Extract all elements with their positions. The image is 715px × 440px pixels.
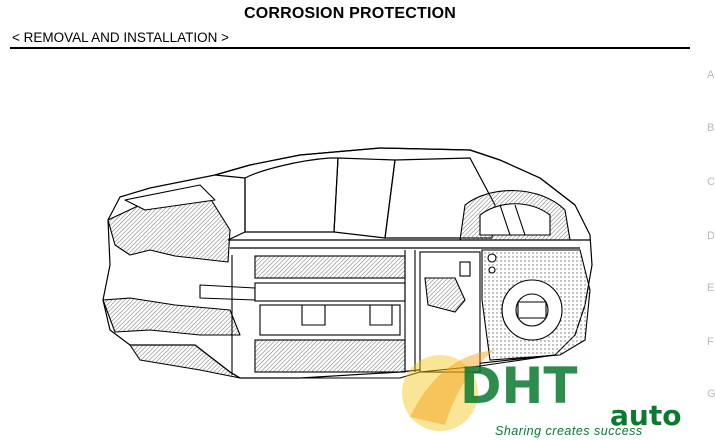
header-divider <box>10 47 690 49</box>
rear-pillar <box>499 159 576 206</box>
lower-sill-channel <box>254 339 406 373</box>
page-title: CORROSION PROTECTION <box>243 5 456 22</box>
side-index-b[interactable]: B <box>707 122 715 134</box>
floor-panel <box>259 304 401 336</box>
front-upper-rail <box>107 197 231 263</box>
side-index-e[interactable]: E <box>707 282 715 294</box>
upper-sill-channel <box>254 255 406 279</box>
seat-mount-1 <box>301 305 326 326</box>
side-index-column: A B C D E F G <box>707 60 715 440</box>
side-index-g[interactable]: G <box>707 388 715 400</box>
center-clip <box>459 261 471 277</box>
center-pillar-reinforcement <box>424 277 466 313</box>
front-apron <box>124 184 216 211</box>
watermark-brand: auto <box>610 399 681 432</box>
roof-line <box>214 147 501 176</box>
front-stay <box>129 344 241 379</box>
watermark-tagline: Sharing creates success <box>495 424 643 438</box>
side-index-d[interactable]: D <box>707 230 715 242</box>
rear-spring-seat <box>517 301 547 319</box>
front-crossmember <box>199 284 256 301</box>
watermark-logo-text: DHT <box>460 357 577 415</box>
section-title: < REMOVAL AND INSTALLATION > <box>12 30 230 45</box>
side-index-a[interactable]: A <box>707 69 715 81</box>
side-index-c[interactable]: C <box>707 176 715 188</box>
seat-mount-2 <box>369 305 393 326</box>
front-lower-rail <box>102 297 241 336</box>
middle-sill-channel <box>254 282 406 302</box>
side-window-front <box>244 157 339 233</box>
side-index-f[interactable]: F <box>707 336 714 348</box>
front-pillar <box>214 174 246 241</box>
b-pillar <box>333 157 396 239</box>
watermark-logo: DHT auto Sharing creates success <box>402 350 681 438</box>
